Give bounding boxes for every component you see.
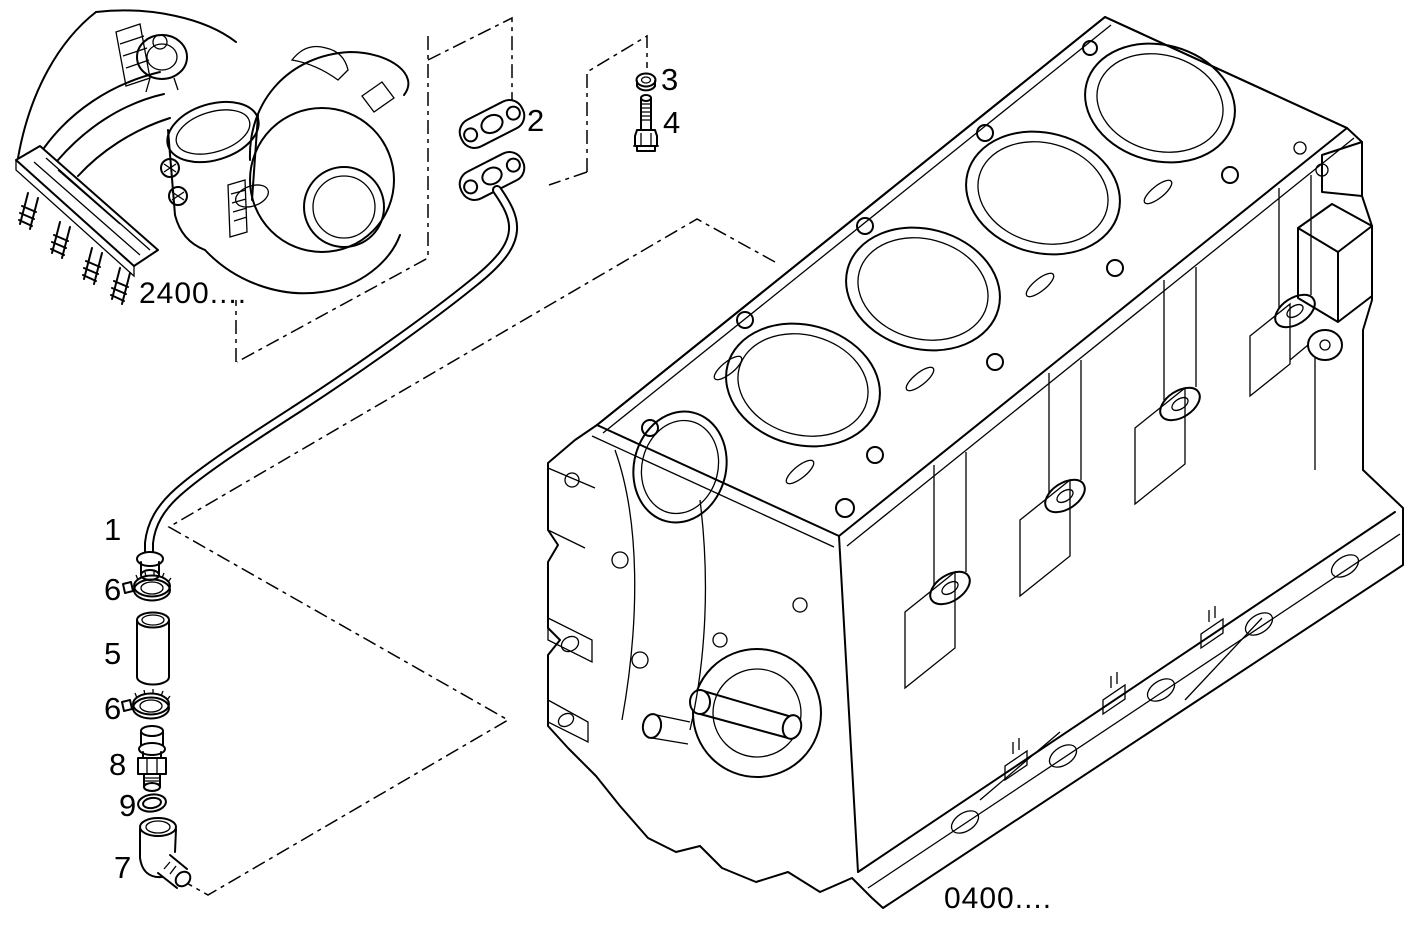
union-fitting — [137, 725, 167, 792]
block-front-face — [547, 410, 822, 778]
callout-7: 7 — [114, 850, 131, 885]
callout-6a: 6 — [104, 572, 121, 607]
hose-part — [136, 611, 170, 686]
hose-clamp-lower — [121, 689, 171, 720]
cylinder-bores — [725, 42, 1236, 448]
gasket-part — [458, 99, 526, 149]
callout-2: 2 — [527, 103, 544, 138]
block-bracket — [1289, 141, 1373, 470]
seal-ring — [137, 793, 167, 813]
turbine-inlet — [160, 100, 260, 251]
nut-part — [635, 72, 657, 92]
turbo-ref-label: 2400.... — [139, 277, 247, 310]
manifold-flange — [15, 145, 159, 305]
callout-3: 3 — [661, 62, 678, 97]
engine-block-illustration — [547, 16, 1404, 909]
elbow-connector — [139, 817, 192, 889]
callout-4: 4 — [663, 105, 680, 140]
callout-1: 1 — [104, 512, 121, 547]
oil-drain-pipe — [136, 151, 526, 581]
block-right-face — [838, 141, 1401, 889]
turbocharger-illustration — [15, 9, 410, 305]
block-ref-label: 0400.... — [944, 882, 1052, 915]
pipe-flange — [458, 151, 526, 201]
oil-pan-rail — [857, 511, 1401, 889]
callout-6b: 6 — [104, 691, 121, 726]
callout-8: 8 — [109, 747, 126, 782]
callout-9: 9 — [119, 788, 136, 823]
callout-5: 5 — [104, 636, 121, 671]
hose-clamp-upper — [122, 571, 172, 602]
assembly-reference-lines — [167, 16, 776, 896]
cylinder-deck — [591, 16, 1355, 548]
bolt-part — [633, 94, 659, 152]
compressor-housing — [204, 45, 410, 295]
deck-bolt-holes — [641, 40, 1329, 518]
callout-labels: 2400.... 0400.... 1 2 3 4 5 6 6 7 8 9 — [104, 62, 1052, 915]
actuator-cap — [136, 34, 188, 93]
